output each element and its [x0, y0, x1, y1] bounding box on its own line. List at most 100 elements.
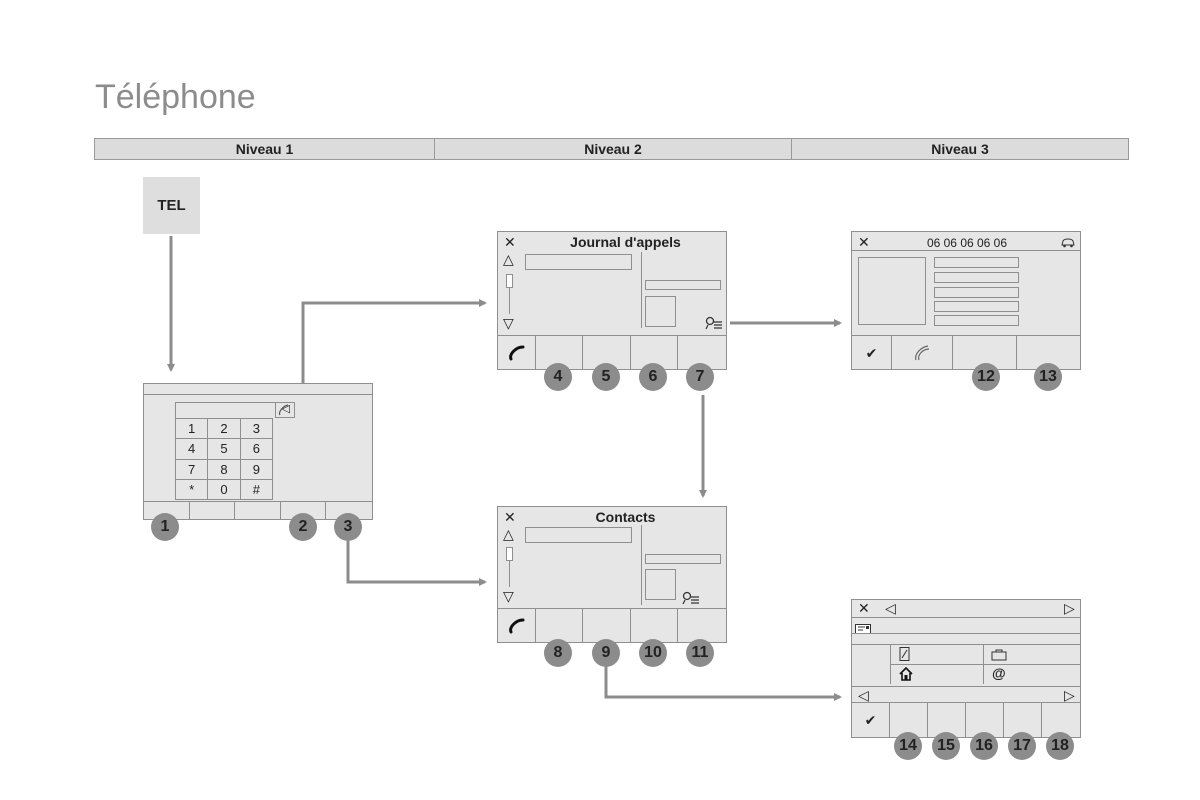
number-screen: ✕ 06 06 06 06 06 ✔ [851, 231, 1081, 370]
keypad-grid: 1 2 3 4 5 6 7 8 9 * 0 # [175, 418, 273, 500]
callout-18: 18 [1046, 732, 1074, 760]
detail-softkey-16[interactable] [966, 703, 1004, 737]
journal-softkey-4[interactable] [536, 336, 583, 369]
scrollbar-thumb[interactable] [506, 274, 513, 288]
briefcase-icon[interactable] [991, 648, 1007, 666]
level-1-label: Niveau 1 [235, 141, 294, 157]
callout-7: 7 [686, 363, 714, 391]
scrollbar-track [509, 561, 510, 587]
scrollbar-thumb[interactable] [506, 547, 513, 561]
callout-2: 2 [289, 513, 317, 541]
journal-button-bar [498, 335, 726, 369]
check-icon: ✔ [865, 344, 878, 361]
keypad-button-bar [144, 501, 372, 519]
close-icon[interactable]: ✕ [858, 600, 870, 616]
keypad-softkey-4[interactable] [281, 502, 326, 519]
previous-icon[interactable]: ◁ [885, 600, 896, 616]
next-icon[interactable]: ▷ [1064, 600, 1075, 616]
key-hash[interactable]: # [240, 479, 273, 500]
keypad-softkey-3[interactable] [235, 502, 281, 519]
callout-3: 3 [334, 513, 362, 541]
info-field-5 [934, 315, 1019, 326]
callout-8: 8 [544, 639, 572, 667]
handset-outline-icon [915, 344, 930, 360]
key-0[interactable]: 0 [208, 479, 241, 500]
key-4[interactable]: 4 [176, 439, 209, 460]
scroll-down-icon[interactable]: ▽ [503, 315, 514, 331]
key-2[interactable]: 2 [208, 419, 241, 440]
journal-divider [641, 252, 642, 328]
detail-softkey-14[interactable] [890, 703, 928, 737]
info-field-3 [934, 287, 1019, 298]
keypad-softkey-2[interactable] [190, 502, 235, 519]
contacts-detail-field [645, 554, 721, 564]
page-previous-icon[interactable]: ◁ [858, 687, 869, 703]
phone-number: 06 06 06 06 06 [926, 236, 1008, 250]
arrow-3-to-contacts [346, 541, 487, 586]
close-icon[interactable]: ✕ [858, 234, 870, 250]
contacts-photo [645, 569, 676, 600]
page-next-icon[interactable]: ▷ [1064, 687, 1075, 703]
journal-detail-field [645, 280, 721, 290]
contact-photo [858, 257, 926, 325]
journal-title: Journal d'appels [570, 234, 681, 250]
contacts-softkey-9[interactable] [583, 609, 631, 642]
email-icon[interactable]: @ [992, 665, 1006, 681]
contacts-entry-field [525, 527, 632, 543]
scroll-up-icon[interactable]: △ [503, 251, 514, 267]
confirm-button[interactable]: ✔ [852, 336, 892, 369]
contacts-softkey-10[interactable] [631, 609, 678, 642]
call-button[interactable] [498, 336, 536, 369]
call-button[interactable] [498, 609, 536, 642]
key-1[interactable]: 1 [176, 419, 209, 440]
check-icon: ✔ [864, 712, 877, 728]
close-icon[interactable]: ✕ [504, 509, 516, 525]
journal-softkey-6[interactable] [631, 336, 678, 369]
confirm-button[interactable]: ✔ [852, 703, 890, 737]
contacts-divider [641, 525, 642, 605]
key-8[interactable]: 8 [208, 459, 241, 480]
callout-13: 13 [1034, 363, 1062, 391]
home-icon[interactable] [899, 666, 913, 686]
contacts-softkey-8[interactable] [536, 609, 583, 642]
number-button-bar: ✔ [852, 335, 1080, 369]
keypad-softkey-1[interactable] [144, 502, 190, 519]
handset-small-icon[interactable] [275, 402, 295, 418]
scroll-down-icon[interactable]: ▽ [503, 588, 514, 604]
journal-entry-field [525, 254, 632, 270]
arrow-9-to-contact-detail [604, 664, 842, 701]
detail-softkey-15[interactable] [928, 703, 966, 737]
page-title: Téléphone [95, 78, 256, 116]
journal-photo [645, 296, 676, 327]
contact-search-icon[interactable] [705, 316, 723, 335]
key-3[interactable]: 3 [240, 419, 273, 440]
detail-softkey-17[interactable] [1004, 703, 1042, 737]
callout-15: 15 [932, 732, 960, 760]
key-5[interactable]: 5 [208, 439, 241, 460]
contact-detail-button-bar: ✔ [852, 702, 1080, 737]
info-field-4 [934, 301, 1019, 312]
key-star[interactable]: * [176, 479, 209, 500]
journal-softkey-5[interactable] [583, 336, 631, 369]
keypad-screen: ◁ 1 2 3 4 5 6 7 8 9 * 0 # [143, 383, 373, 520]
callout-11: 11 [686, 639, 714, 667]
close-icon[interactable]: ✕ [504, 234, 516, 250]
contact-search-icon[interactable] [682, 591, 700, 610]
key-6[interactable]: 6 [240, 439, 273, 460]
callout-6: 6 [639, 363, 667, 391]
key-7[interactable]: 7 [176, 459, 209, 480]
callout-14: 14 [894, 732, 922, 760]
callout-1: 1 [151, 513, 179, 541]
backspace-icon[interactable]: ◁ [281, 403, 290, 415]
card-icon [855, 621, 871, 639]
scroll-up-icon[interactable]: △ [503, 526, 514, 542]
key-9[interactable]: 9 [240, 459, 273, 480]
callout-12: 12 [972, 363, 1000, 391]
mobile-icon[interactable] [899, 647, 911, 667]
call-button[interactable] [892, 336, 953, 369]
tel-button[interactable]: TEL [143, 177, 200, 234]
number-softkey-12[interactable] [953, 336, 1017, 369]
contacts-softkey-11[interactable] [678, 609, 726, 642]
callout-17: 17 [1008, 732, 1036, 760]
callout-9: 9 [592, 639, 620, 667]
